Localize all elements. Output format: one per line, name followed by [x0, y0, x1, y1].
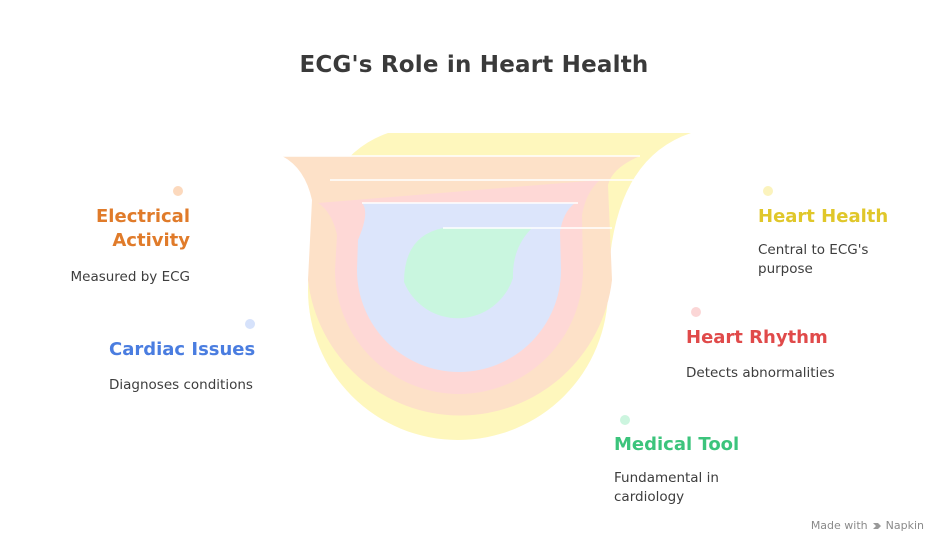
- heart-rhythm-dot: [691, 307, 701, 317]
- page-title: ECG's Role in Heart Health: [299, 52, 649, 78]
- medical-tool-label: Medical Tool: [614, 434, 740, 455]
- electrical-activity-label: Electrical Activity: [60, 205, 190, 253]
- heart-health-desc-line2: purpose: [758, 261, 813, 277]
- napkin-brand-text: Napkin: [885, 519, 924, 532]
- cardiac-issues-label: Cardiac Issues: [109, 339, 256, 360]
- heart-rhythm-label: Heart Rhythm: [686, 327, 828, 348]
- heart-health-desc-line1: Central to ECG's: [758, 242, 869, 258]
- electrical-activity-label-line2: Activity: [112, 230, 190, 251]
- heart-health-label: Heart Health: [758, 206, 889, 227]
- heart-rhythm-desc: Detects abnormalities: [686, 365, 835, 381]
- cardiac-issues-desc: Diagnoses conditions: [109, 377, 253, 393]
- made-with-napkin[interactable]: Made with Napkin: [811, 519, 924, 532]
- medical-tool-desc-line1: Fundamental in: [614, 470, 719, 486]
- cardiac-issues-dot: [245, 319, 255, 329]
- electrical-activity-dot: [173, 186, 183, 196]
- medical-tool-desc-line2: cardiology: [614, 489, 685, 505]
- heart-health-desc: Central to ECG's purpose: [758, 241, 868, 279]
- electrical-activity-desc: Measured by ECG: [70, 269, 190, 285]
- medical-tool-desc: Fundamental in cardiology: [614, 469, 719, 507]
- electrical-activity-label-line1: Electrical: [96, 206, 190, 227]
- made-with-text: Made with: [810, 519, 868, 532]
- medical-tool-dot: [620, 415, 630, 425]
- heart-health-dot: [763, 186, 773, 196]
- medical-tool-shape: [404, 228, 532, 319]
- napkin-logo-icon: [872, 522, 881, 529]
